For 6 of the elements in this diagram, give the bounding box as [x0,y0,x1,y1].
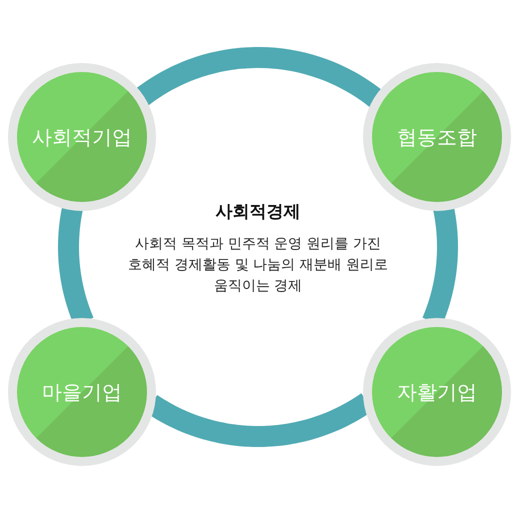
description-text: 사회적 목적과 민주적 운영 원리를 가진 호혜적 경제활동 및 나눔의 재분배 원리로 움직이는 경제 [126,235,390,296]
circle-label: 자활기업 [397,380,477,404]
circle-label: 마을기업 [42,380,122,404]
heading: 사회적경제 [216,201,300,224]
circle-label: 협동조합 [397,125,477,149]
circle-label: 사회적기업 [32,125,132,149]
